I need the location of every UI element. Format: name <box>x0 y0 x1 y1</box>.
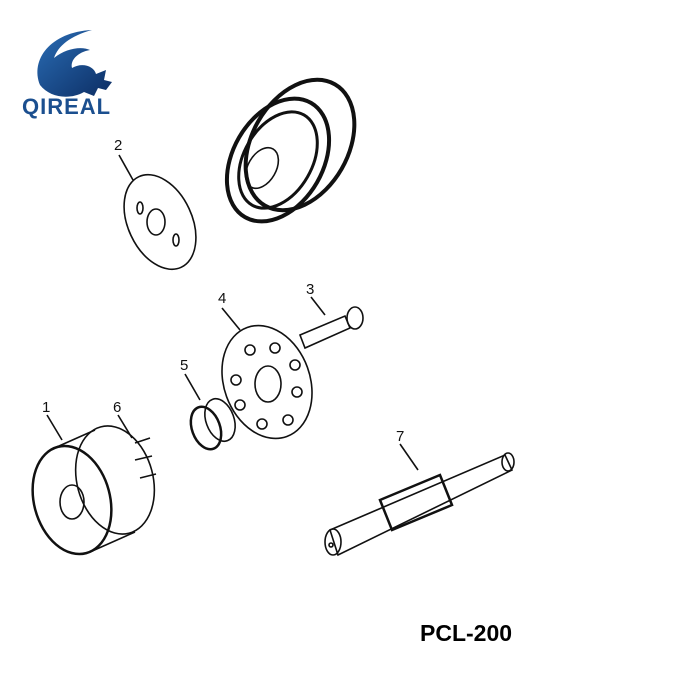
part-label-1: 1 <box>42 399 51 416</box>
model-number: PCL-200 <box>420 620 513 646</box>
logo-text: QIREAL <box>22 94 112 119</box>
cylinder-block <box>31 414 156 556</box>
part-label-7: 7 <box>396 428 405 445</box>
part-label-3: 3 <box>306 281 315 298</box>
piston-pin <box>298 296 364 350</box>
retainer-plate <box>221 307 313 440</box>
ring-gear-assembly <box>224 77 357 224</box>
part-label-6: 6 <box>113 399 122 416</box>
part-label-4: 4 <box>218 290 227 307</box>
spherical-bushing <box>184 373 236 451</box>
part-label-2: 2 <box>114 137 123 154</box>
pins <box>117 414 157 479</box>
valve-plate <box>118 154 197 271</box>
qireal-logo <box>20 20 130 120</box>
drive-shaft <box>324 443 515 557</box>
part-label-5: 5 <box>180 357 189 374</box>
